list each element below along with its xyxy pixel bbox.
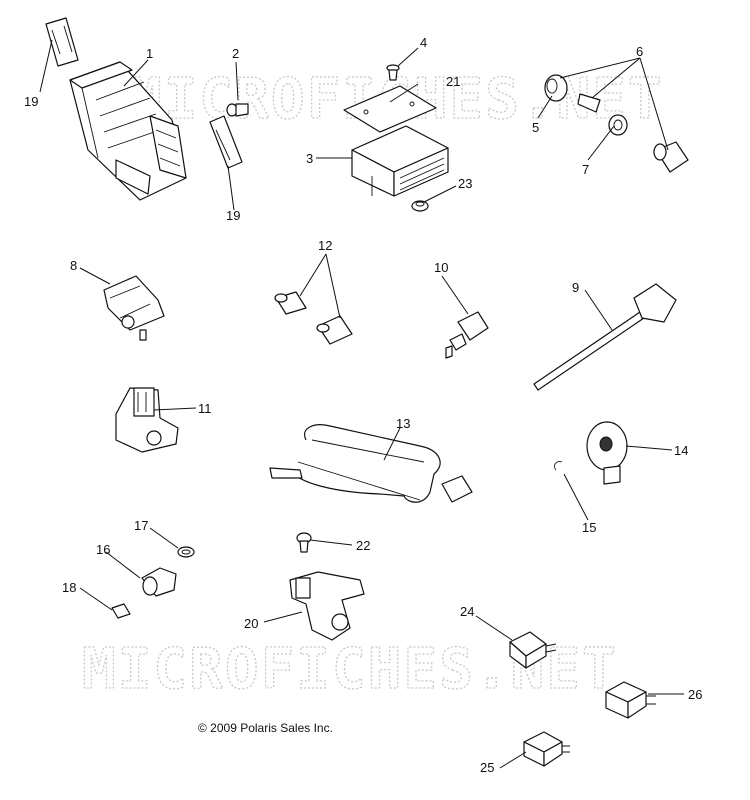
callout-14: 14 [674,443,688,458]
callout-5: 5 [532,120,539,135]
callout-23: 23 [458,176,472,191]
callout-6: 6 [636,44,643,59]
callout-7: 7 [582,162,589,177]
part-19-bracket-center [209,115,243,169]
callout-4: 4 [420,35,427,50]
part-12-fuse-a [274,291,307,315]
part-4-screw [386,64,400,81]
part-14-knock-sensor [586,421,628,485]
part-11-throttle-sensor [115,387,179,453]
callout-1: 1 [146,46,153,61]
part-17-oring [177,546,195,558]
part-26-switch [605,681,656,719]
part-24-switch [509,631,557,669]
part-9-sensor-rod [533,283,677,391]
callout-9: 9 [572,280,579,295]
callout-22: 22 [356,538,370,553]
callout-17: 17 [134,518,148,533]
callout-16: 16 [96,542,110,557]
part-13-harness [269,424,473,503]
callout-19-center: 19 [226,208,240,223]
callout-19-top: 19 [24,94,38,109]
callout-13: 13 [396,416,410,431]
callout-3: 3 [306,151,313,166]
part-3-module [351,125,449,197]
part-12-fuse-b [316,315,353,345]
part-22-screw [296,532,312,553]
callout-11: 11 [198,401,212,416]
part-1-ecu [69,61,187,201]
part-5-cap [544,74,568,102]
callout-20: 20 [244,616,258,631]
callout-8: 8 [70,258,77,273]
copyright-text: © 2009 Polaris Sales Inc. [198,721,333,735]
part-8-map-sensor [103,275,165,341]
part-20-throttle-body [289,571,365,641]
callout-2: 2 [232,46,239,61]
part-15-clip [553,461,563,471]
callout-numbers: 1 2 3 4 5 6 7 8 9 10 11 12 13 14 15 16 1… [24,35,702,775]
callout-24: 24 [460,604,474,619]
callout-12: 12 [318,238,332,253]
part-6-sensor [653,141,689,173]
callout-15: 15 [582,520,596,535]
part-16-sensor [141,567,177,597]
part-10-temp-sensor [445,311,489,359]
part-18-bolt [111,603,131,619]
callout-21: 21 [446,74,460,89]
part-7-washer [608,114,628,136]
part-21-cover-plate [343,85,437,133]
callout-10: 10 [434,260,448,275]
part-6-bracket [577,93,601,113]
part-2-bolt [226,103,249,117]
callout-25: 25 [480,760,494,775]
callout-26: 26 [688,687,702,702]
part-19-bracket-top [45,17,79,67]
callout-18: 18 [62,580,76,595]
leader-lines [39,39,684,769]
part-25-switch [523,731,570,767]
part-23-grommet [411,200,429,212]
